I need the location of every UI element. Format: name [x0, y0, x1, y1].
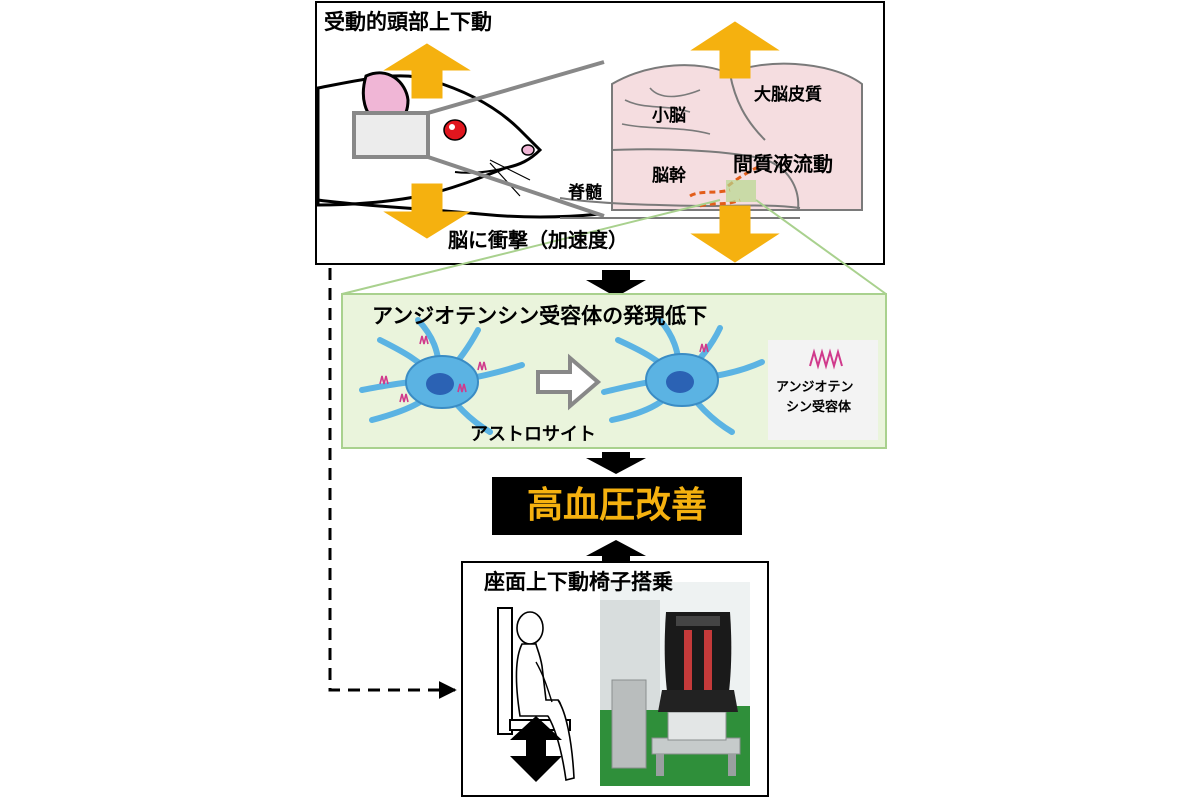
projection-line-left: [341, 199, 721, 295]
head-motion-arrow: [383, 43, 471, 239]
projection-line-right: [755, 199, 887, 295]
seat-motion-arrow: [510, 716, 562, 782]
transition-arrow: [536, 353, 602, 411]
label-brainstem: 脳幹: [652, 166, 686, 186]
label-cerebellum: 小脳: [652, 106, 686, 126]
top-panel-title: 受動的頭部上下動: [324, 10, 492, 34]
result-label: 高血圧改善: [526, 485, 707, 526]
label-spinal-cord: 脊髄: [568, 183, 602, 203]
result-box: [492, 477, 742, 535]
astrocyte-after: [601, 317, 765, 435]
astrocyte-before: [359, 317, 525, 435]
brain-motion-arrow: [690, 21, 780, 263]
legend-line-2: シン受容体: [786, 400, 852, 415]
zoom-line-top: [427, 60, 605, 115]
middle-panel-title: アンジオテンシン受容体の発現低下: [372, 304, 708, 328]
legend-line-1: アンジオテン: [776, 380, 854, 395]
shock-label: 脳に衝撃（加速度）: [448, 228, 628, 252]
down-arrow-middle: [586, 452, 646, 474]
zoom-line-bottom: [427, 155, 605, 218]
dashed-connector: [328, 268, 457, 699]
up-arrow-bottom: [586, 540, 646, 562]
bottom-panel-title: 座面上下動椅子搭乗: [484, 570, 673, 594]
label-cerebral-cortex: 大脳皮質: [754, 85, 822, 105]
seated-person-illustration: [497, 607, 575, 781]
receptor-icon: [809, 348, 843, 370]
down-arrow-top: [586, 270, 646, 297]
astrocyte-label: アストロサイト: [470, 424, 596, 445]
vibration-chair-photo: [600, 582, 750, 786]
zoom-box: [352, 111, 430, 159]
label-interstitial-flow: 間質液流動: [733, 152, 833, 176]
